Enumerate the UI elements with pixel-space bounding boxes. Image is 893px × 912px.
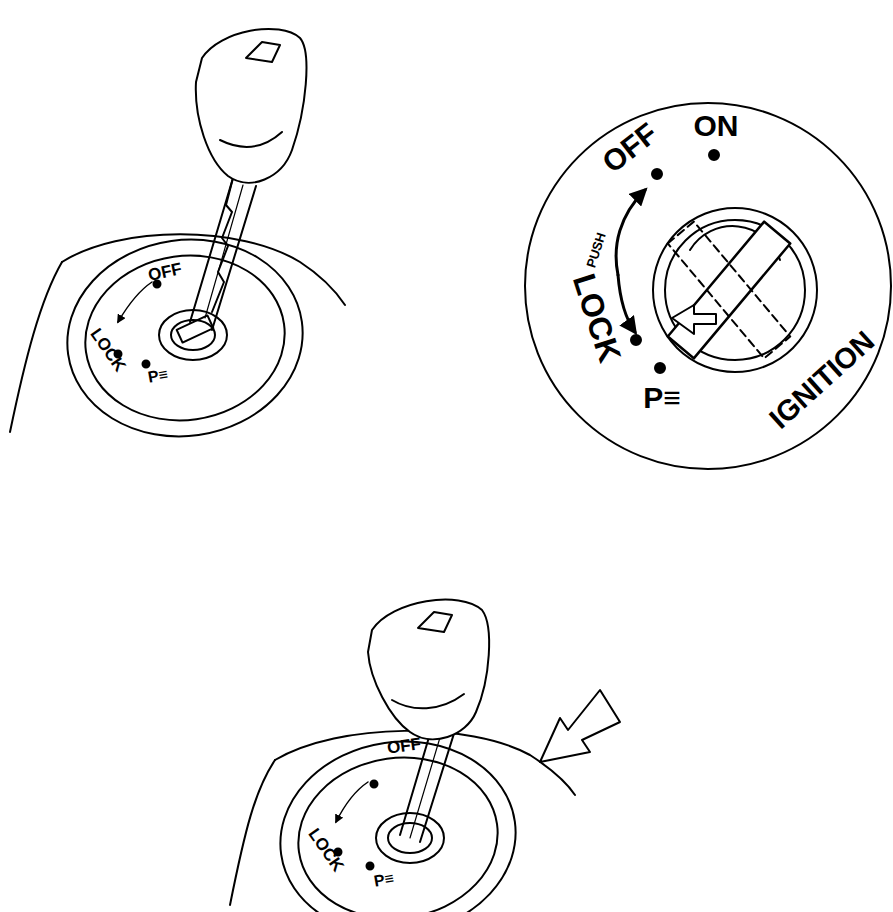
position-label: OFF xyxy=(386,735,422,757)
position-label: P≡ xyxy=(147,366,169,385)
position-label: OFF xyxy=(597,118,663,179)
position-label: OFF xyxy=(147,260,184,284)
switch-face xyxy=(525,103,891,469)
key-pushed xyxy=(230,600,620,912)
position-label: P≡ xyxy=(643,383,681,413)
key-inserted xyxy=(10,29,345,452)
position-label: ON xyxy=(694,111,739,141)
position-label: LOCK xyxy=(87,325,129,374)
position-label: PUSH xyxy=(584,231,608,269)
position-label: P≡ xyxy=(373,870,395,889)
